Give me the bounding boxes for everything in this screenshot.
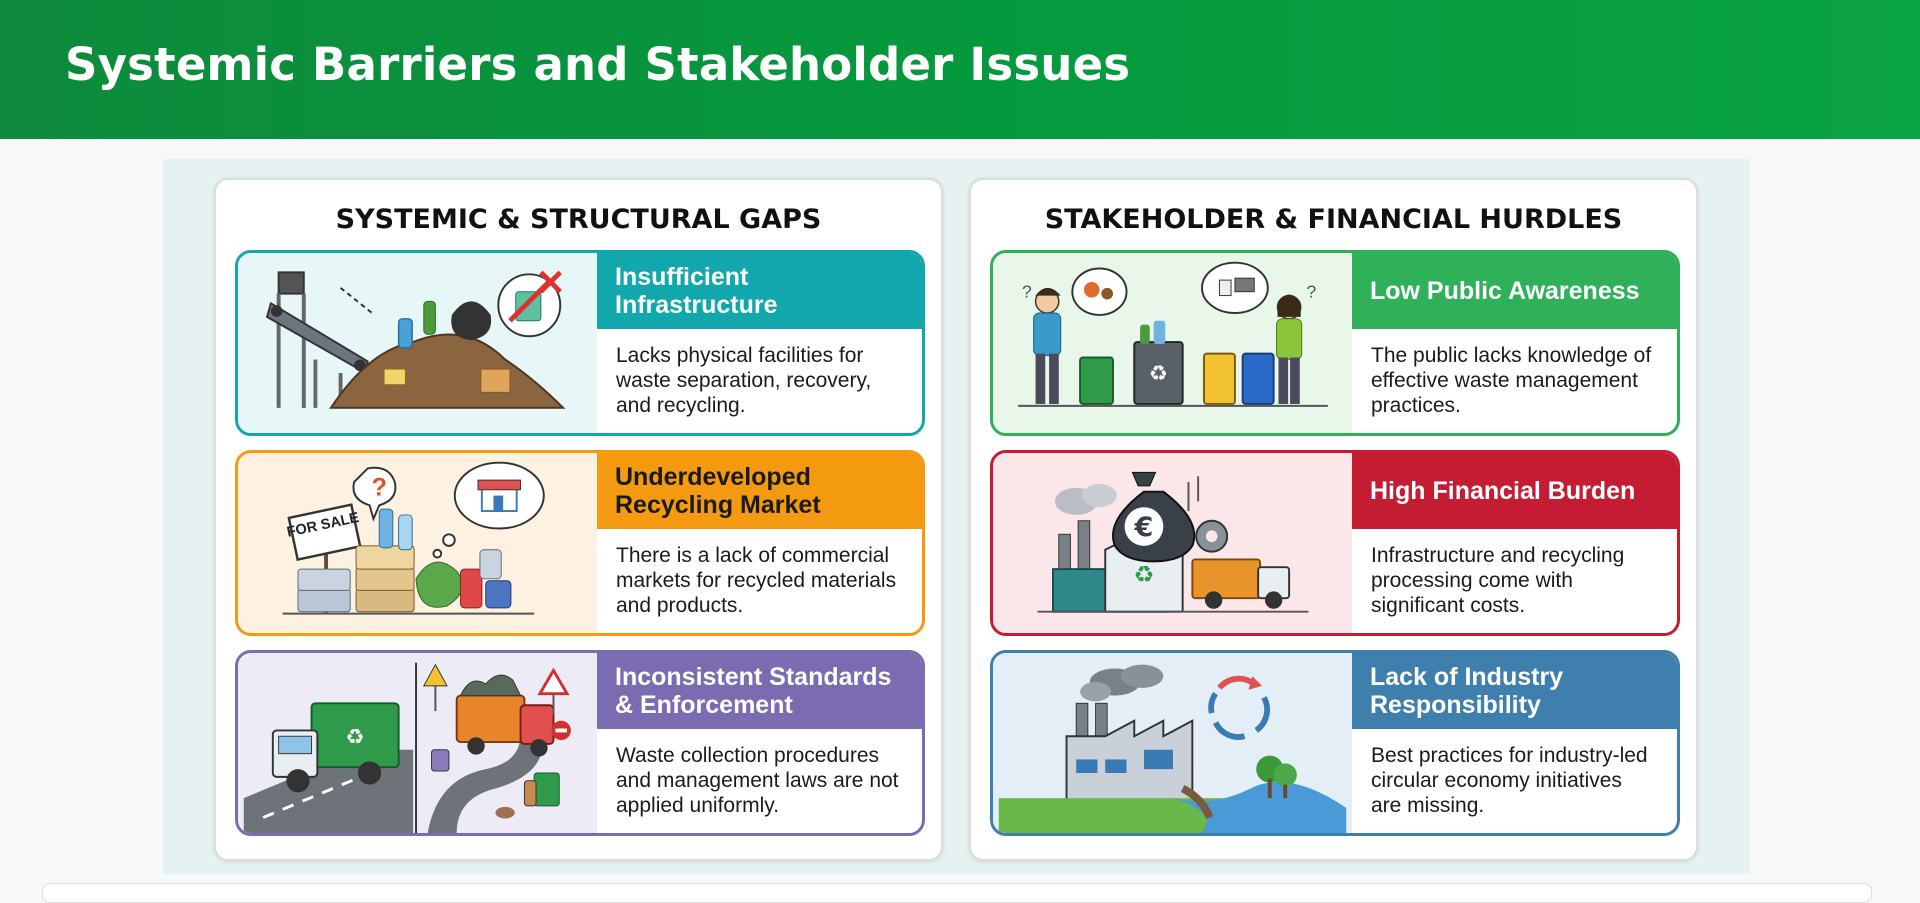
euro-symbol: € — [1134, 512, 1154, 543]
card-title: Inconsistent Standards & Enforcement — [597, 653, 922, 729]
card-lack-of-industry-responsibility: Lack of Industry Responsibility Best pra… — [990, 650, 1680, 836]
polluting-factory-icon — [993, 653, 1352, 833]
svg-text:?: ? — [372, 474, 387, 502]
card-high-financial-burden: ♻ € High Financial Burden Infrastructure… — [990, 450, 1680, 636]
people-recycling-bins-icon: ? ? ♻ — [993, 253, 1352, 433]
card-title: Insufficient Infrastructure — [597, 253, 922, 329]
card-description: Lacks physical facilities for waste sepa… — [616, 344, 872, 417]
card-description: Best practices for industry-led circular… — [1371, 744, 1648, 817]
svg-text:♻: ♻ — [1149, 362, 1168, 387]
card-description: Waste collection procedures and manageme… — [616, 744, 899, 817]
svg-text:♻: ♻ — [1134, 562, 1155, 589]
card-description: Infrastructure and recycling processing … — [1371, 544, 1625, 617]
card-underdeveloped-recycling-market: FOR SALE ? — [235, 450, 925, 636]
card-inconsistent-standards: ♻ Inconsistent Standards & Enforcement W… — [235, 650, 925, 836]
page-title: Systemic Barriers and Stakeholder Issues — [65, 38, 1131, 91]
card-description: There is a lack of commercial markets fo… — [616, 544, 897, 617]
systemic-gaps-panel: SYSTEMIC & STRUCTURAL GAPS — [214, 178, 943, 861]
page-header: Systemic Barriers and Stakeholder Issues — [0, 0, 1920, 139]
for-sale-bales-icon: FOR SALE ? — [238, 453, 597, 633]
garbage-trucks-icon: ♻ — [238, 653, 597, 833]
card-title: High Financial Burden — [1352, 453, 1677, 529]
card-insufficient-infrastructure: Insufficient Infrastructure Lacks physic… — [235, 250, 925, 436]
panel-title: SYSTEMIC & STRUCTURAL GAPS — [335, 204, 822, 235]
svg-text:?: ? — [1022, 282, 1032, 302]
conveyor-landfill-icon — [238, 253, 597, 433]
stakeholder-hurdles-panel: STAKEHOLDER & FINANCIAL HURDLES ? ? — [969, 178, 1698, 861]
panel-title: STAKEHOLDER & FINANCIAL HURDLES — [1044, 204, 1623, 235]
svg-text:♻: ♻ — [346, 725, 365, 750]
card-description: The public lacks knowledge of effective … — [1371, 344, 1652, 417]
card-title: Lack of Industry Responsibility — [1352, 653, 1677, 729]
card-title: Underdeveloped Recycling Market — [597, 453, 922, 529]
money-bag-factory-icon: ♻ € — [993, 453, 1352, 633]
card-title: Low Public Awareness — [1352, 253, 1677, 329]
svg-text:?: ? — [1307, 282, 1317, 302]
card-low-public-awareness: ? ? ♻ Low Public Awareness The public — [990, 250, 1680, 436]
bottom-toolbar-edge — [42, 883, 1872, 903]
